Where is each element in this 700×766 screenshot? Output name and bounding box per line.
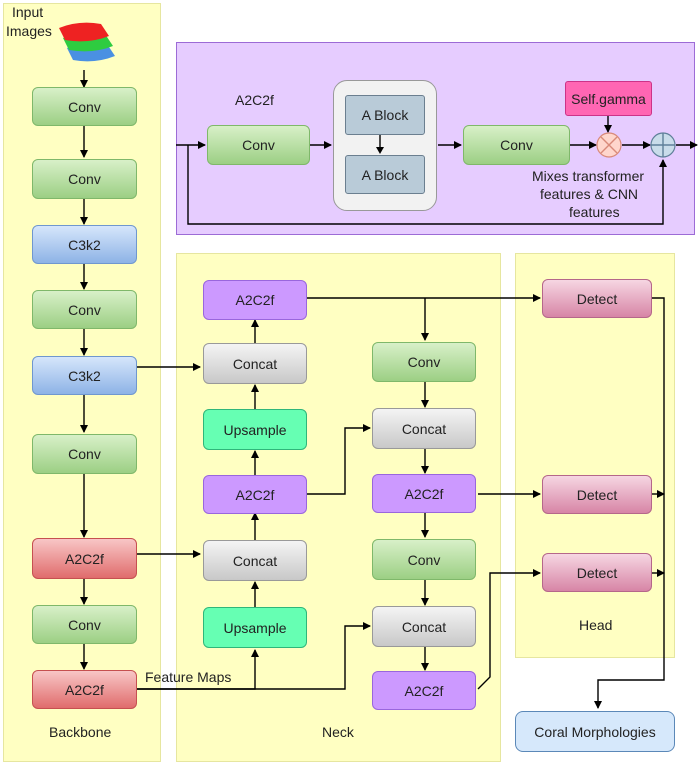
head-detect-2: Detect — [542, 475, 652, 514]
neck-conv-2: Conv — [372, 539, 476, 580]
a2c2f-detail-title: A2C2f — [235, 92, 274, 108]
backbone-conv-3: Conv — [32, 290, 137, 329]
neck-a2c2f-right-2: A2C2f — [372, 671, 476, 710]
backbone-conv-5: Conv — [32, 605, 137, 644]
backbone-conv-1: Conv — [32, 87, 137, 126]
a2c2f-detail-a-block-2: A Block — [345, 155, 425, 194]
neck-concat-4: Concat — [372, 606, 476, 647]
head-detect-3: Detect — [542, 553, 652, 592]
image-stack-icon — [59, 22, 115, 62]
backbone-conv-2: Conv — [32, 159, 137, 199]
head-detect-1: Detect — [542, 279, 652, 318]
input-label-line2: Images — [6, 23, 52, 39]
self-gamma-param: Self.gamma — [565, 81, 652, 116]
a-block-arrow — [376, 135, 384, 154]
neck-upsample-1: Upsample — [203, 409, 307, 450]
backbone-c3k2-1: C3k2 — [32, 225, 137, 264]
neck-a2c2f-right-1: A2C2f — [372, 474, 476, 513]
a2c2f-note-line2: features & CNN — [540, 186, 639, 202]
a2c2f-note-line1: Mixes transformer — [532, 168, 645, 184]
neck-conv-1: Conv — [372, 342, 476, 382]
backbone-a2c2f-1: A2C2f — [32, 538, 137, 579]
head-label: Head — [579, 617, 613, 633]
coral-morphologies-output: Coral Morphologies — [515, 711, 675, 752]
neck-upsample-2: Upsample — [203, 607, 307, 648]
a2c2f-detail-conv-out: Conv — [463, 125, 570, 165]
backbone-c3k2-2: C3k2 — [32, 356, 137, 395]
neck-concat-3: Concat — [372, 408, 476, 449]
a2c2f-note-line3: features — [569, 204, 620, 220]
neck-concat-2: Concat — [203, 540, 307, 581]
a2c2f-detail-conv-in: Conv — [207, 125, 310, 165]
neck-label: Neck — [322, 724, 354, 740]
neck-a2c2f-top: A2C2f — [203, 280, 307, 320]
neck-a2c2f-mid: A2C2f — [203, 475, 307, 514]
backbone-label: Backbone — [49, 724, 112, 740]
a2c2f-detail-a-block-1: A Block — [345, 95, 425, 135]
backbone-conv-4: Conv — [32, 434, 137, 474]
neck-concat-1: Concat — [203, 343, 307, 384]
input-label-line1: Input — [12, 4, 44, 20]
backbone-a2c2f-2: A2C2f — [32, 670, 137, 709]
feature-maps-label: Feature Maps — [145, 669, 232, 685]
